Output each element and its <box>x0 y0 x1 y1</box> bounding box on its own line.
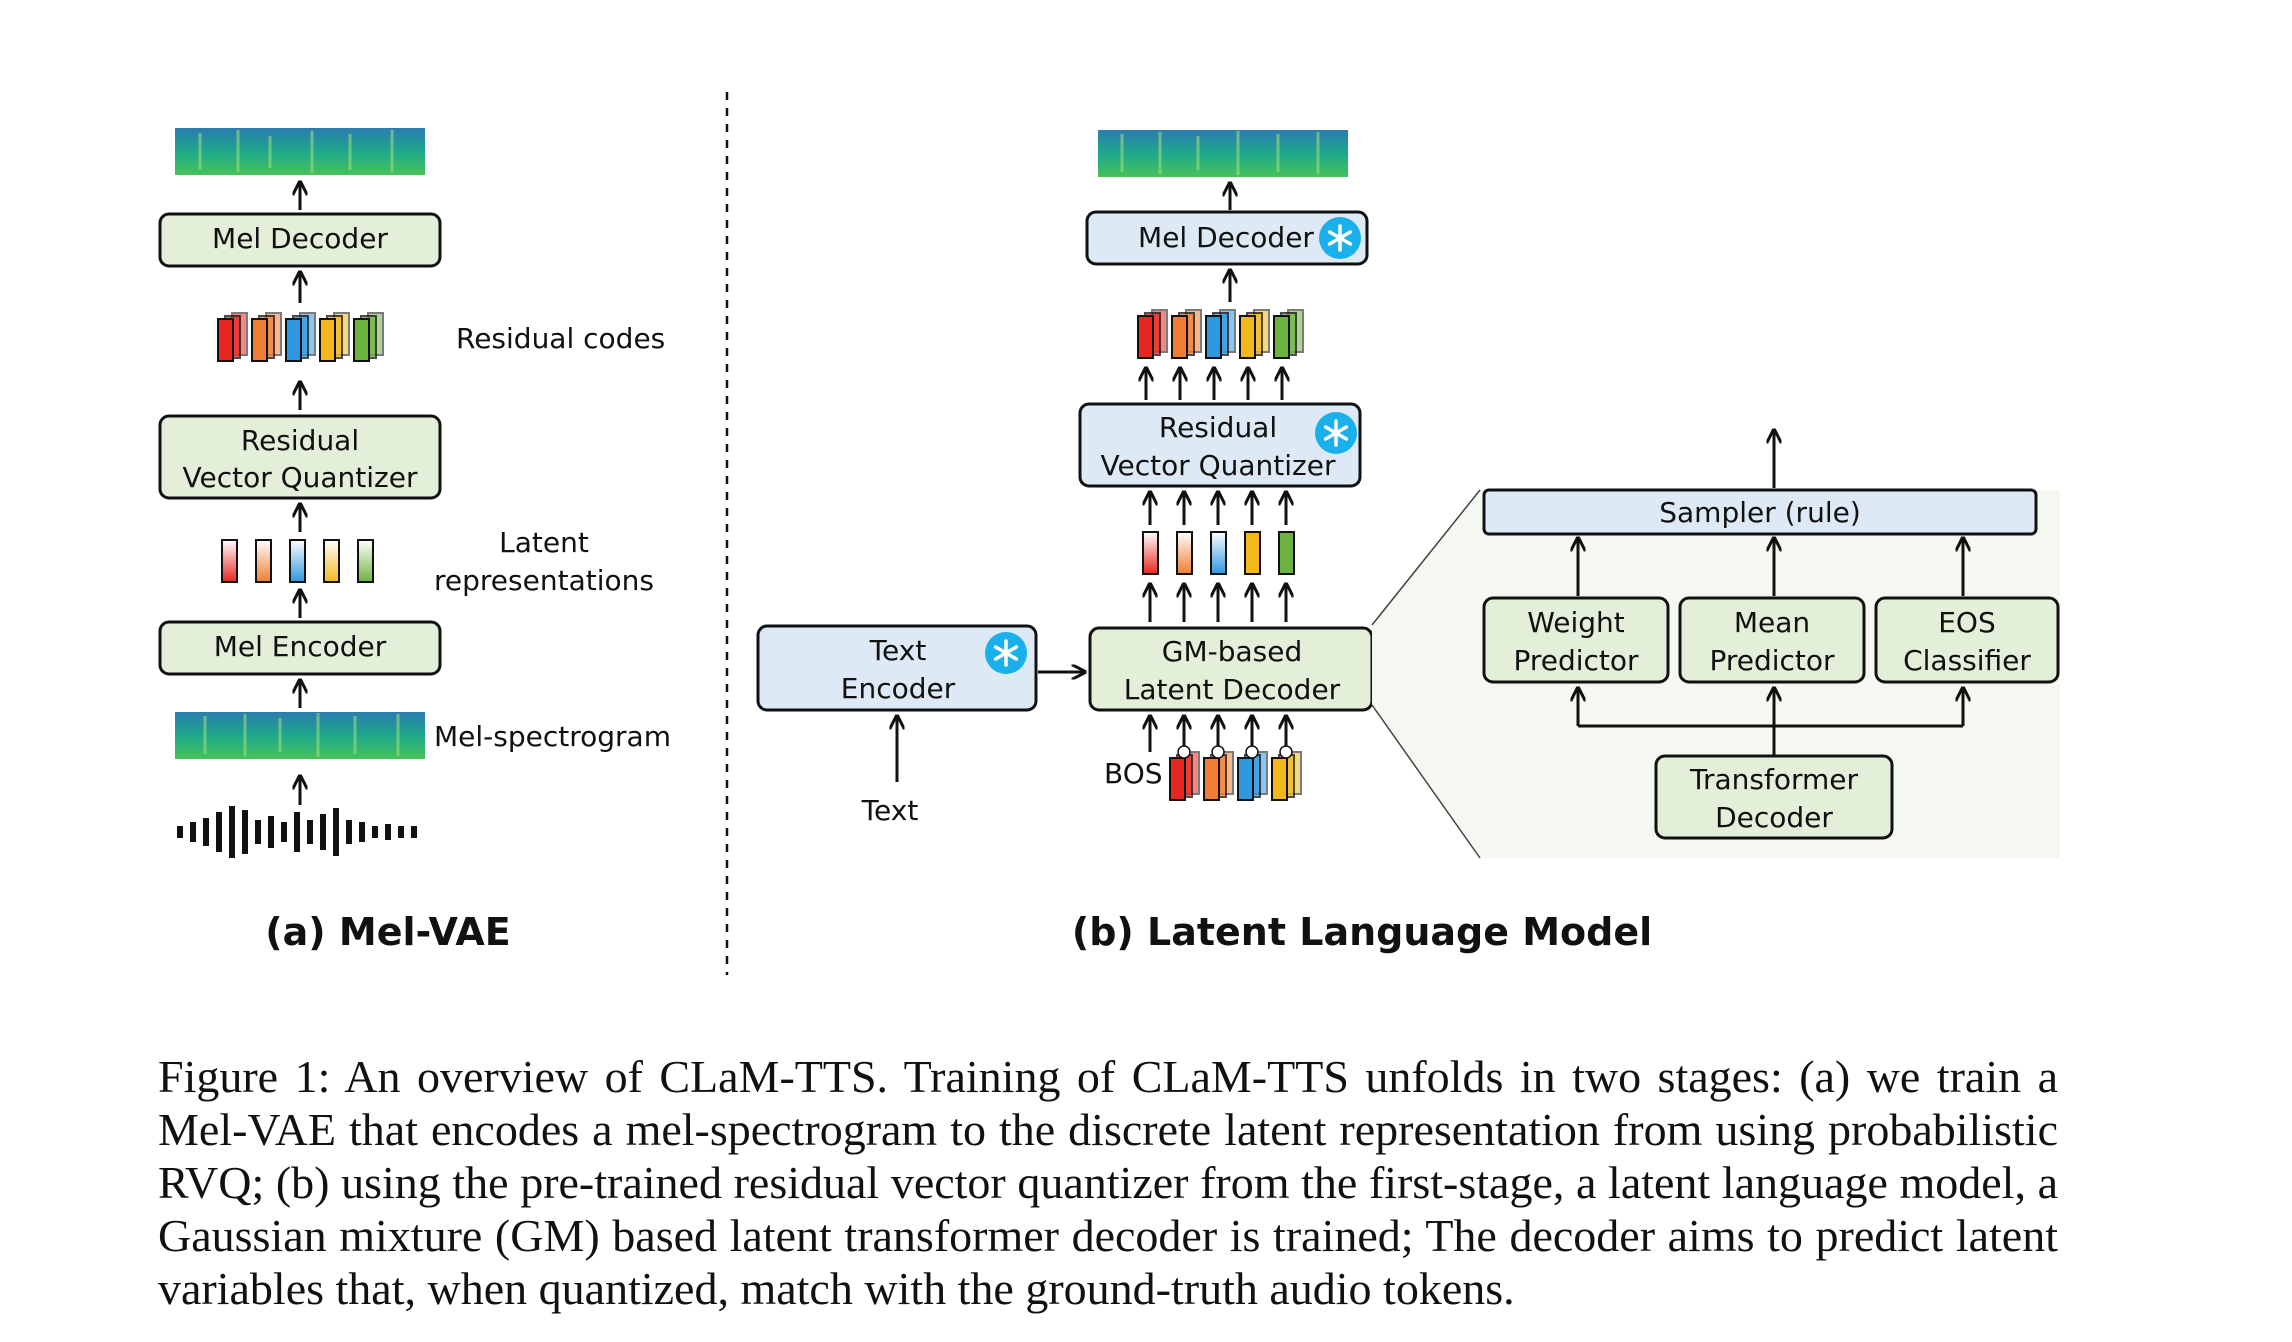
code-stack-yellow <box>319 312 350 362</box>
latent-label-line2: representations <box>434 564 654 597</box>
input-codes-stack-b <box>1169 751 1302 801</box>
add-operator-icons <box>1177 745 1293 759</box>
code-stack-green <box>1273 309 1304 359</box>
code-stack-orange <box>1171 309 1202 359</box>
eos-classifier-box <box>1874 596 2060 684</box>
eos-classifier-line2: Classifier <box>1903 644 2031 677</box>
panel-a-mel-vae: Mel Decoder Residual codes Residual Vect… <box>158 128 671 954</box>
mean-predictor-box <box>1678 596 1866 684</box>
mean-predictor-line2: Predictor <box>1709 644 1835 677</box>
rvq-label-b-line1: Residual <box>1159 411 1277 444</box>
panel-b-caption: (b) Latent Language Model <box>1072 910 1652 954</box>
mel-decoder-box-b <box>1085 210 1369 266</box>
latent-label-line1: Latent <box>499 526 589 559</box>
residual-codes-stack-a <box>217 312 384 362</box>
code-stack-blue <box>1237 751 1268 801</box>
weight-predictor-line2: Predictor <box>1513 644 1639 677</box>
bos-label: BOS <box>1104 757 1163 790</box>
code-stack-blue <box>285 312 316 362</box>
code-stack-green <box>353 312 384 362</box>
weight-predictor-line1: Weight <box>1527 606 1625 639</box>
transformer-decoder-line2: Decoder <box>1715 801 1833 834</box>
snowflake-icon <box>985 632 1027 674</box>
snowflake-icon <box>1315 412 1357 454</box>
gm-decoder-label-line1: GM-based <box>1162 635 1302 668</box>
code-stack-red <box>217 312 248 362</box>
latent-representations-a <box>221 539 374 583</box>
residual-codes-stack-b <box>1137 309 1304 359</box>
transformer-branch-arrows <box>1578 688 1963 756</box>
transformer-decoder-box <box>1654 754 1894 840</box>
sampler-label: Sampler (rule) <box>1659 496 1861 529</box>
rvq-box-b <box>1078 402 1362 488</box>
text-encoder-box <box>756 624 1038 712</box>
mel-encoder-label-a: Mel Encoder <box>214 630 387 663</box>
panel-a-caption: (a) Mel-VAE <box>265 910 510 954</box>
mel-encoder-box-a <box>158 620 442 676</box>
spectrogram-output-a <box>175 128 425 175</box>
spectrogram-input-a <box>175 712 425 759</box>
panel-b-latent-language-model: Mel Decoder Residual Vector Quantizer <box>756 130 2060 954</box>
residual-codes-label: Residual codes <box>456 322 665 355</box>
text-encoder-label-line1: Text <box>869 634 927 667</box>
text-input-label: Text <box>861 794 919 827</box>
code-stack-orange <box>251 312 282 362</box>
spectrogram-output-b <box>1098 130 1348 177</box>
gm-decoder-label-line2: Latent Decoder <box>1124 673 1341 706</box>
mel-decoder-label-a: Mel Decoder <box>212 222 388 255</box>
rvq-label-a-line1: Residual <box>241 424 359 457</box>
text-encoder-label-line2: Encoder <box>841 672 956 705</box>
mean-predictor-line1: Mean <box>1734 606 1810 639</box>
snowflake-icon <box>1319 217 1361 259</box>
transformer-decoder-line1: Transformer <box>1689 763 1859 796</box>
waveform-icon <box>177 806 417 858</box>
code-stack-red <box>1137 309 1168 359</box>
code-stack-yellow <box>1239 309 1270 359</box>
sampler-box <box>1482 488 2038 536</box>
rvq-box-a <box>158 414 442 500</box>
rvq-label-b-line2: Vector Quantizer <box>1100 449 1335 482</box>
mel-decoder-label-b: Mel Decoder <box>1138 221 1314 254</box>
code-stack-red <box>1169 751 1200 801</box>
eos-classifier-line1: EOS <box>1938 606 1996 639</box>
weight-predictor-box <box>1482 596 1670 684</box>
latent-to-rvq-arrows <box>1150 492 1286 525</box>
code-stack-blue <box>1205 309 1236 359</box>
figure-caption: Figure 1: An overview of CLaM-TTS. Train… <box>158 1051 2058 1314</box>
latent-representations-b <box>1142 531 1295 575</box>
code-stack-yellow <box>1271 751 1302 801</box>
decoder-to-latent-arrows <box>1150 584 1286 622</box>
rvq-to-codes-arrows <box>1146 368 1282 400</box>
rvq-label-a-line2: Vector Quantizer <box>182 461 417 494</box>
code-stack-orange <box>1203 751 1234 801</box>
mel-decoder-box-a <box>158 212 442 268</box>
mel-spectrogram-label: Mel-spectrogram <box>434 720 671 753</box>
